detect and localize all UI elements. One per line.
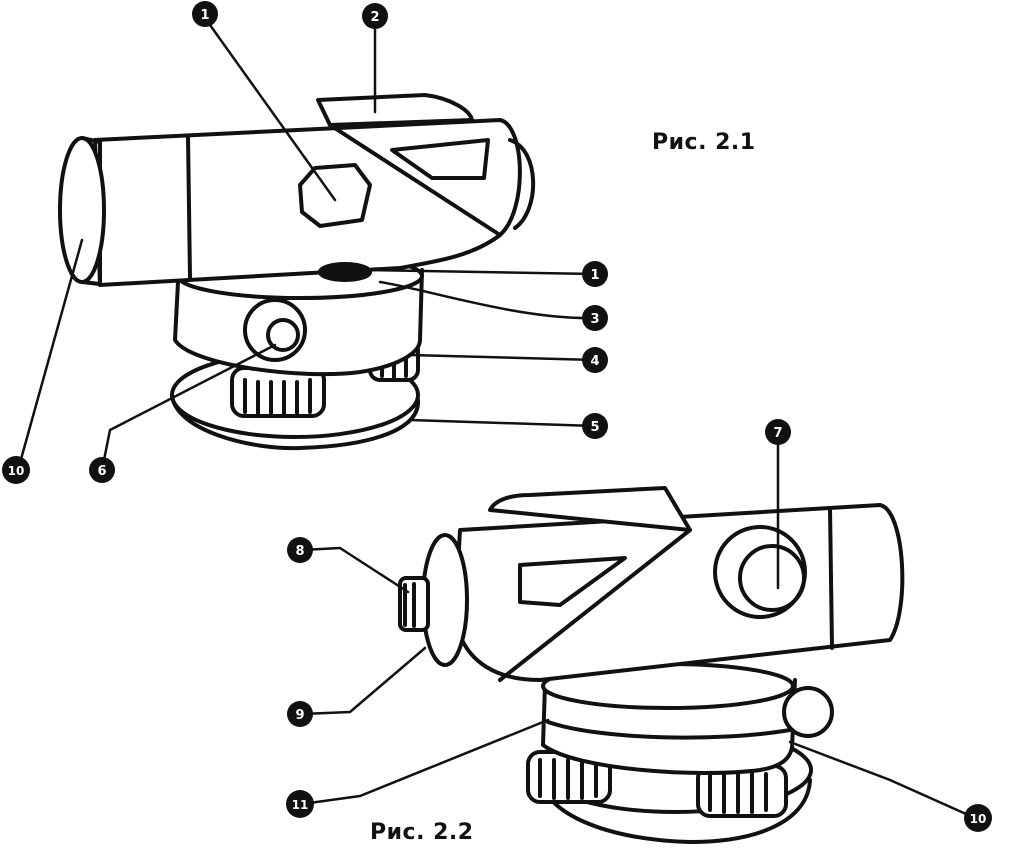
callout-fig2-left-bottom: 11 xyxy=(286,790,314,818)
callout-fig2-left-mid: 9 xyxy=(287,701,313,727)
svg-text:7: 7 xyxy=(773,426,782,441)
callout-fig1-top-left: 1 xyxy=(192,1,218,27)
callout-fig1-top-right: 2 xyxy=(362,3,388,29)
callout-fig1-bottom-left: 10 xyxy=(2,456,30,484)
level-instrument-fig1 xyxy=(58,93,536,451)
horizontal-knob-fig1 xyxy=(243,298,307,362)
leader-lines-fig2 xyxy=(300,432,977,820)
callout-fig2-top: 7 xyxy=(765,419,791,445)
figure-2-caption: Рис. 2.2 xyxy=(370,820,474,845)
svg-text:11: 11 xyxy=(292,798,309,812)
svg-text:9: 9 xyxy=(295,708,304,723)
callout-fig2-left-top: 8 xyxy=(287,537,313,563)
sight-hood-fig2 xyxy=(488,486,692,532)
callout-fig2-right-bottom: 10 xyxy=(964,804,992,832)
circular-bubble-fig1 xyxy=(318,262,372,282)
svg-text:3: 3 xyxy=(590,312,599,327)
callouts-fig1: 1 2 1 3 4 5 10 6 xyxy=(2,1,608,484)
focus-knob-fig1 xyxy=(298,163,372,228)
base-plate-fig1 xyxy=(170,393,421,451)
svg-text:8: 8 xyxy=(295,544,304,559)
svg-text:5: 5 xyxy=(590,420,599,435)
figure-1-caption: Рис. 2.1 xyxy=(652,130,756,155)
svg-text:4: 4 xyxy=(590,354,599,369)
svg-text:10: 10 xyxy=(8,464,25,478)
svg-text:6: 6 xyxy=(97,464,106,479)
objective-lens-fig1 xyxy=(58,136,106,284)
svg-text:1: 1 xyxy=(200,8,209,23)
svg-text:1: 1 xyxy=(590,268,599,283)
callout-fig1-right-1: 1 xyxy=(582,261,608,287)
sight-window-fig2 xyxy=(518,556,627,607)
sight-window-fig1 xyxy=(390,138,490,180)
callout-fig1-bottom-mid: 6 xyxy=(89,457,115,483)
callout-fig1-right-3: 4 xyxy=(582,347,608,373)
telescope-body-fig2 xyxy=(453,503,905,682)
callout-fig1-right-4: 5 xyxy=(582,413,608,439)
sight-hood-fig1 xyxy=(316,93,474,127)
leader-lines-fig1 xyxy=(16,16,597,472)
callouts-fig2: 7 8 9 11 10 xyxy=(286,419,992,832)
callout-fig1-right-2: 3 xyxy=(582,305,608,331)
svg-text:2: 2 xyxy=(370,10,379,25)
level-instrument-fig2 xyxy=(398,486,905,844)
svg-text:10: 10 xyxy=(970,812,987,826)
tangent-knob-fig2 xyxy=(782,686,834,738)
